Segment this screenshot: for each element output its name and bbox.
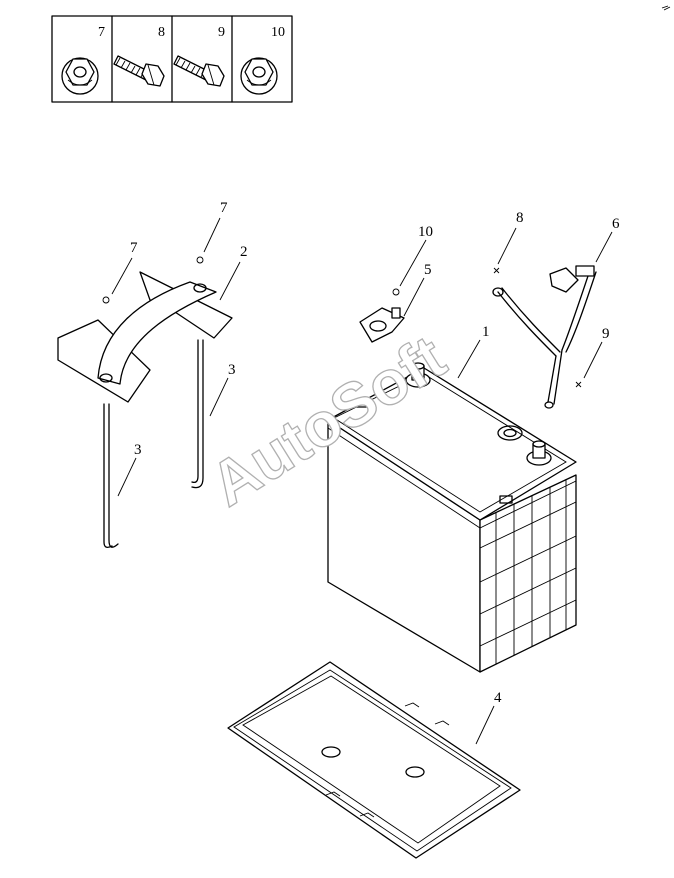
callout-battery-tray: 4 — [494, 690, 502, 706]
flange-nut-icon — [61, 57, 99, 95]
hold-down-rod — [191, 339, 204, 489]
callout-rod-right: 3 — [228, 362, 236, 378]
callout-terminal-clamp: 5 — [424, 262, 432, 278]
battery-tray — [227, 661, 521, 859]
legend-number: 7 — [98, 25, 105, 40]
legend-number: 9 — [218, 25, 225, 40]
legend-number: 8 — [158, 25, 165, 40]
hold-down-rod — [103, 403, 119, 548]
battery-cable — [102, 256, 597, 409]
callout-hold-down-bracket: 2 — [240, 244, 248, 260]
legend-table: 7 8 9 10 — [51, 15, 293, 103]
callout-nut-bracket-top: 7 — [220, 200, 228, 216]
hex-bolt-icon — [113, 55, 165, 87]
terminal-post-icon — [526, 440, 552, 466]
terminal-clamp — [359, 288, 405, 343]
hold-down-bracket — [57, 271, 233, 403]
callout-battery: 1 — [482, 324, 490, 340]
callout-bolt-cable-bottom: 9 — [602, 326, 610, 342]
hex-bolt-icon — [173, 55, 225, 87]
callout-nut-bracket-left: 7 — [130, 240, 138, 256]
terminal-post-icon — [405, 362, 431, 388]
battery — [327, 362, 577, 673]
flange-nut-icon — [240, 57, 278, 95]
callout-cable: 6 — [612, 216, 620, 232]
callout-bolt-cable-top: 8 — [516, 210, 524, 226]
callout-nut-clamp: 10 — [418, 224, 433, 240]
leader-lines — [111, 217, 613, 745]
corner-mark — [661, 5, 671, 11]
callouts: 1 2 3 3 4 5 6 7 7 8 9 10 — [130, 200, 620, 706]
callout-rod-left: 3 — [134, 442, 142, 458]
legend-number: 10 — [271, 25, 285, 40]
